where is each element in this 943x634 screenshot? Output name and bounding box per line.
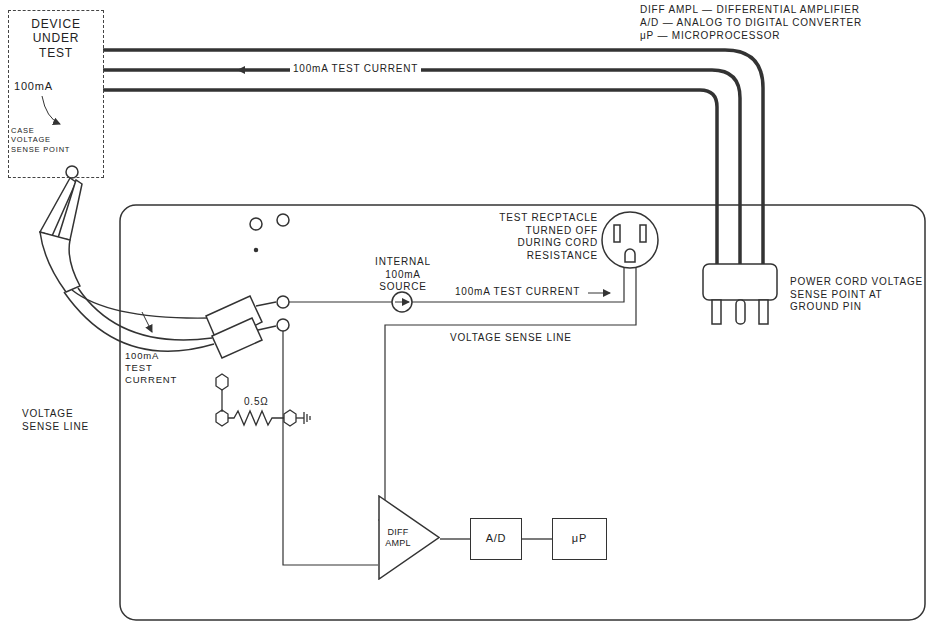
resistance-value: 0.5Ω — [244, 396, 269, 409]
sense-point-note: POWER CORD VOLTAGE SENSE POINT AT GROUND… — [790, 276, 935, 314]
source-label: INTERNAL 100mA SOURCE — [360, 256, 446, 294]
abbreviation-note: DIFF AMPL — DIFFERENTIAL AMPLIFIER — [640, 4, 860, 17]
current-arrow — [588, 293, 610, 294]
current-arrow — [238, 70, 286, 71]
current-label: 100mA TEST CURRENT — [290, 63, 421, 76]
signal-connector — [522, 538, 552, 539]
microprocessor-box: μP — [552, 518, 607, 560]
alligator-clip — [40, 178, 82, 292]
current-source — [392, 292, 412, 312]
sense-line-label: VOLTAGE SENSE LINE — [450, 332, 572, 345]
panel-terminals — [250, 214, 289, 331]
tester-housing — [120, 205, 925, 620]
current-arrow — [142, 312, 152, 332]
probe-leads — [64, 288, 214, 351]
ad-converter-box: A/D — [470, 518, 522, 560]
current-label: 100mA TEST CURRENT — [455, 286, 580, 299]
node-text: A/D — [486, 532, 507, 545]
node-text: DIFF AMPL — [382, 527, 414, 549]
test-receptacle — [602, 212, 658, 268]
sense-point — [66, 166, 78, 178]
voltage-sense-line — [283, 262, 636, 565]
current-line — [289, 262, 624, 302]
node-text: DEVICE UNDER TEST — [15, 17, 97, 60]
current-label: 100mA — [14, 80, 53, 94]
current-arrow — [42, 96, 60, 124]
current-label: 100mA TEST CURRENT — [125, 350, 187, 386]
node-text: μP — [572, 532, 587, 545]
receptacle-note: TEST RECPTACLE TURNED OFF DURING CORD RE… — [480, 212, 598, 262]
sense-point-label: CASE VOLTAGE SENSE POINT — [11, 126, 73, 154]
signal-connector — [440, 538, 470, 539]
plug — [703, 264, 777, 324]
abbreviation-note: A/D — ANALOG TO DIGITAL CONVERTER — [640, 17, 862, 30]
abbreviation-note: μP — MICROPROCESSOR — [640, 30, 780, 43]
banana-plug — [206, 296, 276, 358]
resistor-symbol — [216, 374, 310, 426]
sense-line-label: VOLTAGE SENSE LINE — [22, 408, 114, 433]
diff-amplifier: DIFF AMPL — [378, 495, 440, 580]
power-cord — [103, 50, 763, 266]
